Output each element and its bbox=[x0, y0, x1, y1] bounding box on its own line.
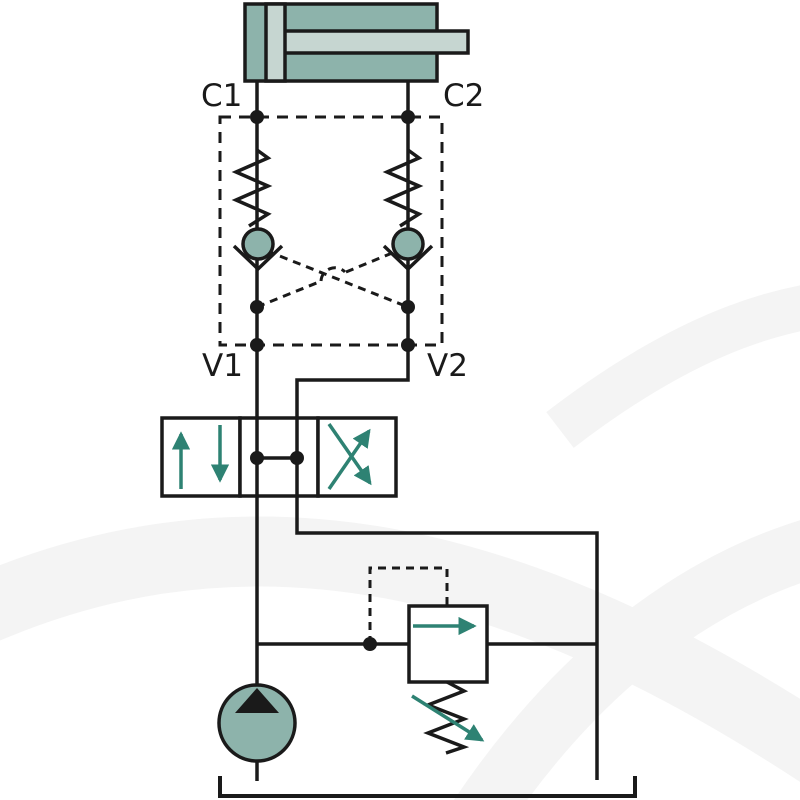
relief-valve bbox=[363, 566, 489, 755]
pilot-line-crossover-hop bbox=[319, 266, 347, 282]
hydraulic-cylinder bbox=[243, 2, 470, 83]
valve-block-boundary bbox=[218, 115, 444, 347]
check-valve-block bbox=[218, 110, 444, 352]
background-swirls bbox=[0, 285, 800, 800]
port-dot bbox=[290, 451, 304, 465]
junction-dot bbox=[401, 110, 415, 124]
swirl-band bbox=[454, 520, 800, 800]
pilot-line-right bbox=[266, 249, 409, 309]
port-labels: C1 C2 V1 V2 bbox=[201, 78, 484, 384]
valve-seat-icon bbox=[232, 244, 284, 272]
tank-symbol bbox=[218, 776, 637, 798]
junction-dot bbox=[363, 637, 377, 651]
port-label-c2: C2 bbox=[443, 78, 484, 114]
port-label-v1: V1 bbox=[202, 348, 243, 384]
valve-position-left bbox=[160, 416, 242, 498]
port-label-v2: V2 bbox=[427, 348, 468, 384]
check-ball-icon bbox=[241, 227, 275, 261]
pump-flow-triangle-icon bbox=[235, 688, 279, 713]
crossed-flow-arrow-icon bbox=[327, 423, 372, 486]
spring-icon bbox=[382, 148, 424, 228]
pilot-line-left-upper bbox=[345, 249, 398, 274]
pump-circle-icon bbox=[217, 683, 297, 763]
junction-dot bbox=[401, 300, 415, 314]
pilot-line-left bbox=[256, 280, 320, 309]
valve-seat-icon bbox=[382, 244, 434, 272]
crossed-flow-arrow-icon bbox=[327, 428, 371, 490]
pump bbox=[217, 683, 297, 763]
swirl-band bbox=[546, 285, 800, 448]
piston-rod bbox=[281, 29, 470, 55]
check-valve-left bbox=[231, 148, 284, 272]
check-valve-right bbox=[382, 148, 434, 272]
relief-spring-icon bbox=[423, 680, 470, 755]
spring-icon bbox=[231, 148, 273, 228]
piston bbox=[264, 2, 287, 83]
port-dot bbox=[250, 451, 264, 465]
relief-pilot-line bbox=[368, 566, 449, 644]
port-label-c1: C1 bbox=[201, 78, 242, 114]
relief-valve-body bbox=[407, 604, 489, 684]
check-ball-icon bbox=[391, 227, 425, 261]
directional-valve bbox=[160, 416, 398, 498]
junction-dot bbox=[250, 300, 264, 314]
valve-position-right bbox=[316, 416, 398, 498]
junction-dot bbox=[401, 338, 415, 352]
junction-dot bbox=[250, 338, 264, 352]
swirl-band bbox=[0, 516, 800, 782]
junction-dot bbox=[250, 110, 264, 124]
adjustment-arrow-icon bbox=[411, 694, 485, 742]
